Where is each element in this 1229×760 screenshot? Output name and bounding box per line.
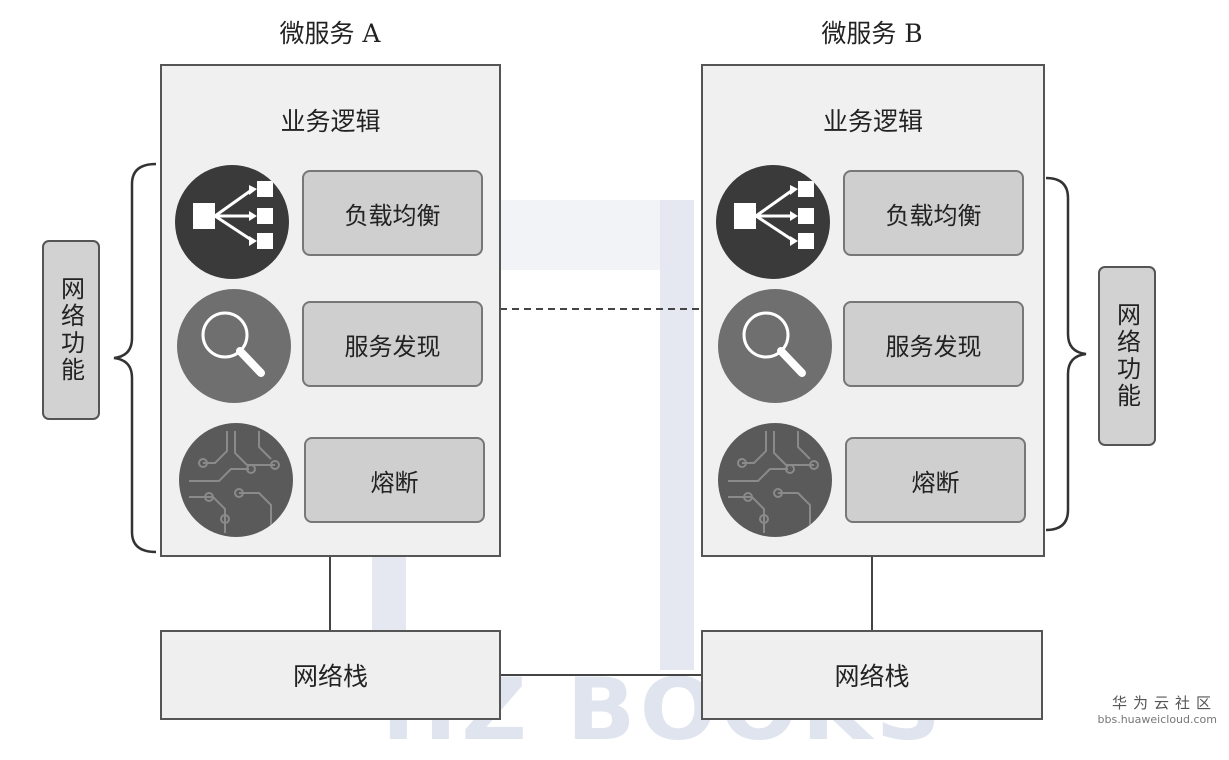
- feature-circuit-breaker: 熔断: [304, 437, 485, 523]
- circuit-icon: [718, 423, 832, 537]
- site-url: bbs.huaweicloud.com: [1097, 713, 1217, 726]
- left-bracket: [113, 162, 157, 554]
- site-watermark: 华为云社区 bbs.huaweicloud.com: [1098, 692, 1217, 726]
- stack-link: [500, 674, 702, 676]
- service-a-title: 微服务 A: [279, 19, 381, 48]
- feature-load-balancing: 负载均衡: [302, 170, 483, 256]
- discovery-dashed-link: [500, 308, 702, 310]
- right-bracket: [1045, 176, 1087, 532]
- feature-circuit-breaker: 熔断: [845, 437, 1026, 523]
- feature-service-discovery: 服务发现: [302, 301, 483, 387]
- load-balancer-icon: [716, 165, 830, 279]
- business-logic-label: 业务逻辑: [280, 107, 381, 136]
- magnifier-icon: [177, 289, 291, 403]
- circuit-icon: [179, 423, 293, 537]
- magnifier-icon: [718, 289, 832, 403]
- network-function-label-left: 网络功能: [42, 240, 100, 420]
- service-b-panel: 业务逻辑 负载均衡 服务发现: [701, 64, 1045, 557]
- network-stack-b: 网络栈: [701, 630, 1043, 720]
- network-stack-a: 网络栈: [160, 630, 501, 720]
- service-b-title: 微服务 B: [821, 19, 923, 48]
- watermark-bar-right: [660, 200, 694, 670]
- service-a-panel: 业务逻辑 负载均衡 服务发现: [160, 64, 501, 557]
- feature-load-balancing: 负载均衡: [843, 170, 1024, 256]
- feature-service-discovery: 服务发现: [843, 301, 1024, 387]
- network-function-label-right: 网络功能: [1098, 266, 1156, 446]
- load-balancer-icon: [175, 165, 289, 279]
- service-b-connector: [871, 556, 873, 632]
- service-a-connector: [329, 556, 331, 632]
- site-name: 华为云社区: [1111, 694, 1217, 712]
- business-logic-label: 业务逻辑: [822, 107, 923, 136]
